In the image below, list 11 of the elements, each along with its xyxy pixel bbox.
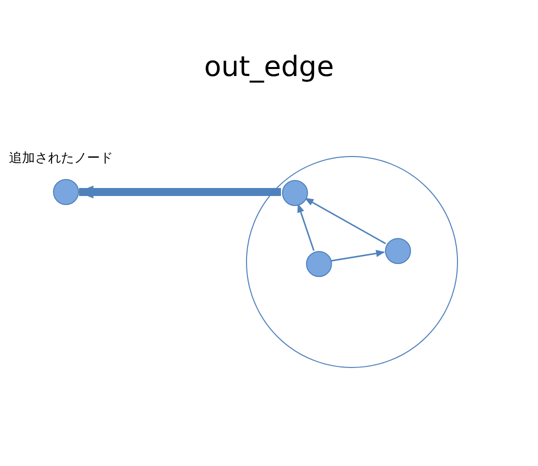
arrow <box>330 250 386 262</box>
arrow <box>304 198 386 244</box>
arrow <box>77 186 281 198</box>
node-circle <box>385 238 411 264</box>
node-circle <box>53 179 79 205</box>
arrow <box>297 203 315 251</box>
group-circle <box>246 156 458 368</box>
node-circle <box>282 180 308 206</box>
node-caption: 追加されたノード <box>9 149 113 167</box>
diagram-title: out_edge <box>203 50 335 83</box>
node-circle <box>306 251 332 277</box>
